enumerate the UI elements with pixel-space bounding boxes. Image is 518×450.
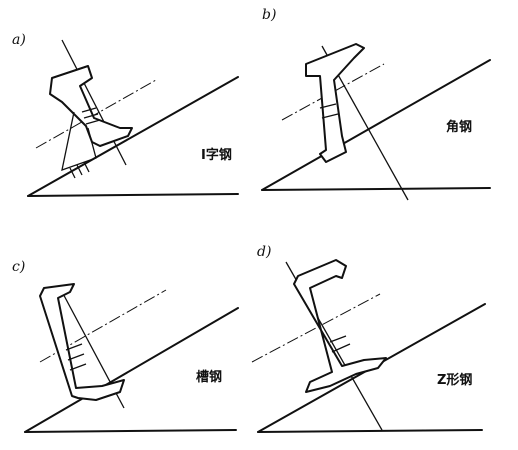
panel-a-bolts <box>81 107 101 125</box>
panel-c-label: c) <box>12 259 25 275</box>
panel-d-label: d) <box>257 244 271 260</box>
panel-a-vertical-axis <box>61 39 127 166</box>
panel-a-slope-line <box>27 76 239 197</box>
panel-b-caption: 角钢 <box>446 119 472 135</box>
panel-a-base-line <box>27 193 239 197</box>
panel-d-bolts <box>329 335 351 353</box>
panel-b-bolts <box>319 103 339 119</box>
panel-d-centerline <box>251 293 381 363</box>
panel-a-bracket <box>61 111 97 171</box>
panel-c: c) 槽钢 <box>12 259 239 433</box>
panel-c-channel-profile <box>39 283 125 401</box>
panel-c-base-line <box>24 429 237 433</box>
panel-a-i-beam-profile <box>49 65 133 147</box>
panel-b-slope-line <box>261 59 491 191</box>
panel-d-base-line <box>257 429 483 433</box>
panel-b-angle-profile <box>305 43 365 163</box>
panel-d-caption: Z形钢 <box>437 372 472 388</box>
panel-a-label: a) <box>12 32 26 48</box>
panel-a-fasteners <box>69 161 90 179</box>
panel-b: b) 角钢 <box>261 7 491 201</box>
panel-a: a) I字钢 <box>12 32 239 197</box>
panel-c-slope-line <box>24 307 239 433</box>
panel-b-centerline <box>281 63 385 121</box>
panel-b-label: b) <box>262 7 276 23</box>
panel-a-caption: I字钢 <box>201 147 232 163</box>
panel-d: d) Z形钢 <box>251 244 486 433</box>
panel-c-bolts <box>65 343 87 371</box>
panel-d-z-profile <box>293 259 387 393</box>
panel-c-caption: 槽钢 <box>196 369 222 385</box>
panel-b-base-line <box>261 187 491 191</box>
